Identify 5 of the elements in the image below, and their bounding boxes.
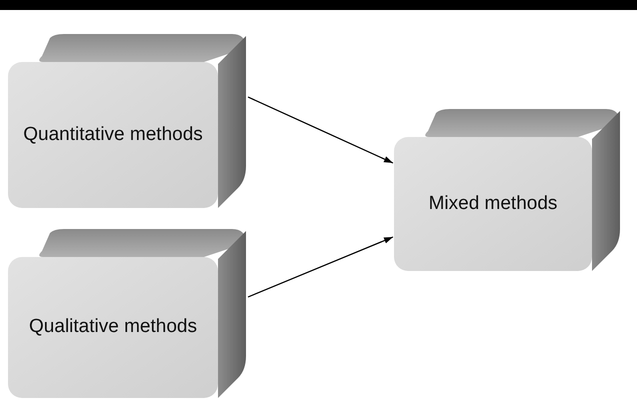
node-label: Qualitative methods [29, 315, 197, 340]
arrow [248, 236, 394, 298]
node-label: Quantitative methods [23, 122, 203, 147]
arrow [248, 96, 394, 164]
node-label: Mixed methods [428, 192, 558, 216]
